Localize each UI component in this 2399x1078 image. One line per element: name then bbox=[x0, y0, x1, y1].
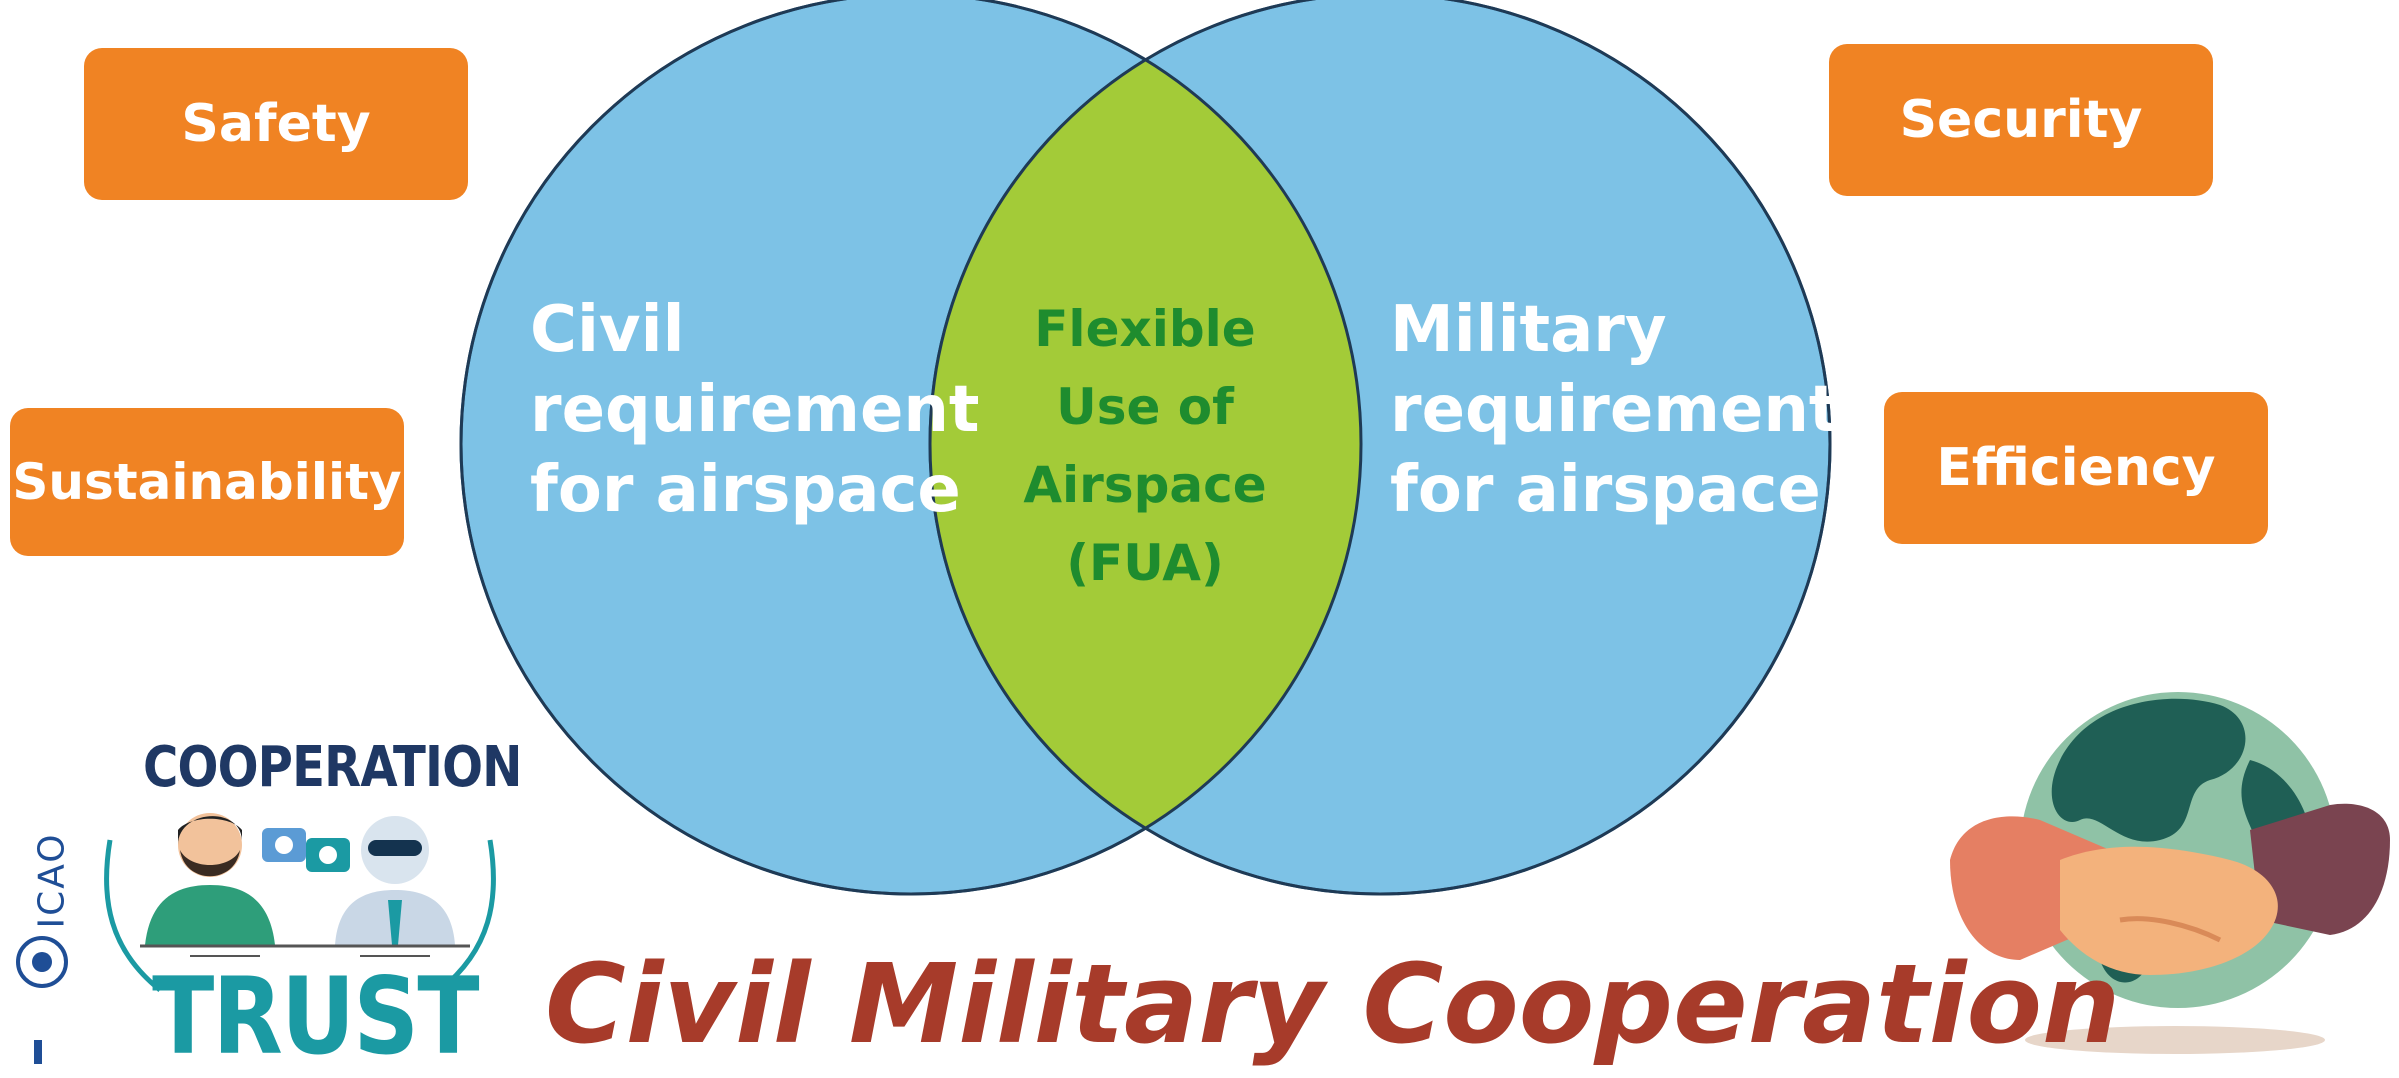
fua-text: Flexible Use of Airspace (FUA) bbox=[1023, 300, 1267, 592]
icao-emblem-icon bbox=[16, 936, 68, 1064]
gear-icon bbox=[262, 828, 350, 872]
person-icon bbox=[145, 813, 275, 945]
security-box: Security bbox=[1829, 44, 2213, 196]
security-label: Security bbox=[1899, 90, 2143, 150]
safety-box: Safety bbox=[84, 48, 468, 200]
logo-cooperation-text: COOPERATION bbox=[143, 735, 522, 800]
military-requirement-text: Military requirement for airspace bbox=[1390, 293, 1840, 527]
icao-label: ICAO bbox=[31, 832, 73, 929]
civil-requirement-text: Civil requirement for airspace bbox=[530, 293, 980, 527]
robot-icon bbox=[335, 816, 455, 945]
icao-logo: ICAO bbox=[22, 820, 82, 1060]
efficiency-label: Efficiency bbox=[1936, 438, 2216, 498]
sustainability-label: Sustainability bbox=[12, 453, 402, 511]
logo-trust-text: TRUST bbox=[152, 955, 479, 1078]
page-title: Civil Military Cooperation bbox=[545, 940, 2121, 1068]
sustainability-box: Sustainability bbox=[10, 408, 404, 556]
efficiency-box: Efficiency bbox=[1884, 392, 2268, 544]
overlap-area bbox=[930, 0, 1361, 894]
safety-label: Safety bbox=[181, 94, 371, 154]
handshake-icon bbox=[1950, 803, 2390, 975]
cooperation-trust-figures bbox=[104, 813, 496, 992]
cooperation-trust-logo: COOPERATION TRUST bbox=[95, 735, 522, 1078]
globe-handshake-illustration bbox=[1950, 692, 2390, 1054]
